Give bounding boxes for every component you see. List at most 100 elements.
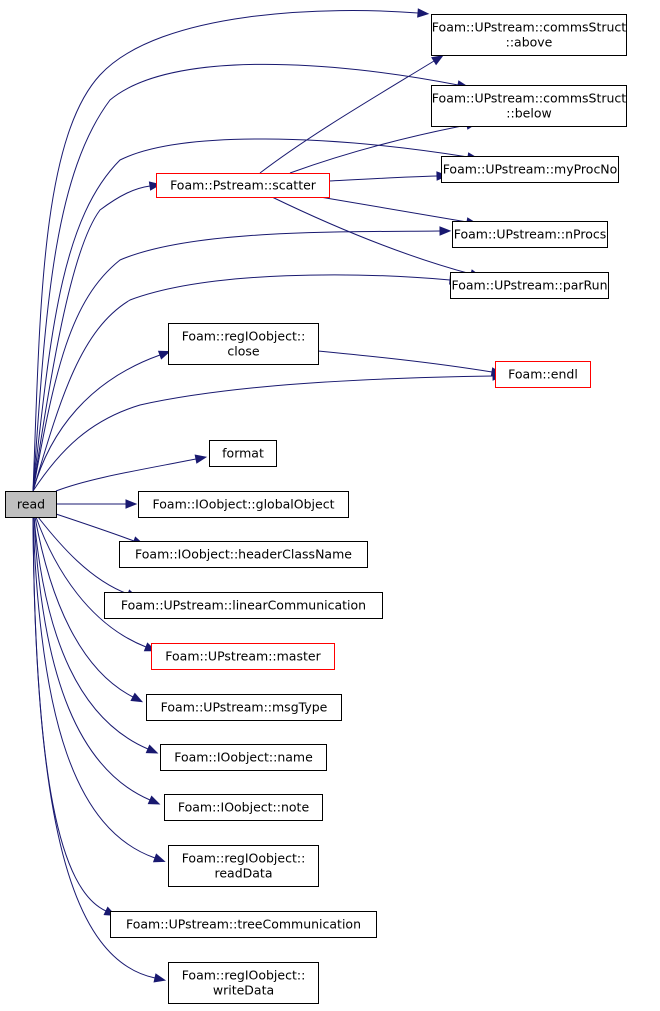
edge-read-to-nProcs: [32, 226, 452, 492]
node-box[interactable]: [146, 694, 342, 721]
node-label: Foam::UPstream::nProcs: [454, 227, 606, 242]
node-box[interactable]: [5, 491, 57, 518]
edge-line: [328, 175, 438, 182]
node-below[interactable]: Foam::UPstream::commsStruct::below: [431, 85, 627, 127]
node-box[interactable]: [156, 173, 330, 198]
edge-line: [32, 354, 161, 492]
node-label: Foam::regIOobject::: [182, 851, 306, 866]
edge-line: [317, 350, 493, 373]
node-label: Foam::regIOobject::: [182, 968, 306, 983]
node-label: Foam::UPstream::myProcNo: [443, 162, 618, 177]
node-box[interactable]: [168, 962, 319, 1004]
edge-read-to-close: [32, 350, 171, 492]
edge-read-to-globalObject: [56, 499, 138, 509]
edge-line: [271, 196, 472, 275]
node-nProcs[interactable]: Foam::UPstream::nProcs: [452, 221, 608, 248]
node-label: writeData: [213, 983, 274, 998]
node-box[interactable]: [168, 323, 319, 365]
arrow-head-icon: [157, 350, 171, 360]
node-read[interactable]: read: [5, 491, 57, 518]
node-label: Foam::UPstream::parRun: [451, 278, 607, 293]
node-myProcNo[interactable]: Foam::UPstream::myProcNo: [441, 156, 619, 183]
node-box[interactable]: [104, 592, 383, 619]
edge-line: [32, 185, 151, 492]
edge-line: [32, 375, 494, 492]
node-close[interactable]: Foam::regIOobject::close: [168, 323, 319, 365]
edge-line: [35, 516, 147, 648]
edge-line: [289, 124, 468, 174]
arrow-head-icon: [145, 744, 159, 754]
node-box[interactable]: [160, 744, 327, 771]
node-label: Foam::UPstream::linearCommunication: [121, 598, 366, 613]
node-readData[interactable]: Foam::regIOobject::readData: [168, 845, 319, 887]
node-box[interactable]: [164, 794, 323, 821]
node-label: close: [227, 344, 260, 359]
node-box[interactable]: [431, 14, 627, 56]
nodes-layer: readFoam::UPstream::commsStruct::aboveFo…: [5, 14, 627, 1004]
arrow-head-icon: [194, 454, 208, 464]
node-note[interactable]: Foam::IOobject::note: [164, 794, 323, 821]
edge-close-to-endl: [317, 350, 504, 377]
edge-line: [32, 63, 459, 492]
node-label: Foam::Pstream::scatter: [170, 178, 317, 193]
node-label: Foam::UPstream::master: [165, 649, 321, 664]
edge-line: [32, 274, 451, 492]
node-box[interactable]: [452, 221, 608, 248]
edge-line: [259, 60, 435, 174]
node-label: readData: [215, 866, 273, 881]
edge-line: [319, 196, 468, 223]
node-endl[interactable]: Foam::endl: [495, 361, 591, 388]
edge-line: [33, 516, 151, 801]
node-label: Foam::IOobject::note: [178, 800, 310, 815]
arrow-head-icon: [147, 795, 161, 805]
edge-line: [32, 138, 469, 492]
node-label: Foam::IOobject::globalObject: [153, 497, 335, 512]
node-box[interactable]: [209, 440, 277, 467]
arrow-head-icon: [152, 853, 166, 863]
edge-read-to-endl: [32, 371, 505, 492]
edge-line: [34, 516, 134, 698]
arrow-head-icon: [417, 8, 430, 18]
node-label: Foam::UPstream::commsStruct: [432, 20, 627, 35]
node-treeCommunication[interactable]: Foam::UPstream::treeCommunication: [110, 911, 377, 938]
edge-read-to-name: [33, 516, 159, 754]
node-writeData[interactable]: Foam::regIOobject::writeData: [168, 962, 319, 1004]
node-label: Foam::UPstream::msgType: [161, 700, 328, 715]
node-label: read: [17, 497, 45, 512]
node-globalObject[interactable]: Foam::IOobject::globalObject: [138, 491, 349, 518]
node-label: Foam::UPstream::treeCommunication: [126, 917, 361, 932]
node-scatter[interactable]: Foam::Pstream::scatter: [156, 173, 330, 198]
node-msgType[interactable]: Foam::UPstream::msgType: [146, 694, 342, 721]
node-label: Foam::regIOobject::: [182, 329, 306, 344]
edge-line: [33, 516, 149, 750]
edge-read-to-treeCommunication: [32, 516, 117, 916]
edge-line: [32, 516, 156, 859]
edge-read-to-readData: [32, 516, 166, 863]
node-headerClassName[interactable]: Foam::IOobject::headerClassName: [119, 541, 368, 568]
edge-read-to-format: [55, 454, 208, 492]
node-box[interactable]: [138, 491, 349, 518]
node-label: ::above: [506, 35, 553, 50]
node-box[interactable]: [119, 541, 368, 568]
node-above[interactable]: Foam::UPstream::commsStruct::above: [431, 14, 627, 56]
node-box[interactable]: [110, 911, 377, 938]
edge-line: [55, 513, 135, 542]
node-name[interactable]: Foam::IOobject::name: [160, 744, 327, 771]
node-label: Foam::IOobject::name: [174, 750, 313, 765]
edge-line: [32, 10, 419, 492]
edge-scatter-to-above: [259, 55, 444, 174]
node-box[interactable]: [151, 643, 335, 670]
edge-scatter-to-parRun: [271, 196, 482, 279]
node-box[interactable]: [168, 845, 319, 887]
node-box[interactable]: [495, 361, 591, 388]
node-linearCommunication[interactable]: Foam::UPstream::linearCommunication: [104, 592, 383, 619]
edge-line: [55, 458, 197, 492]
node-box[interactable]: [441, 156, 619, 183]
edge-read-to-headerClassName: [55, 513, 145, 546]
node-format[interactable]: format: [209, 440, 277, 467]
node-master[interactable]: Foam::UPstream::master: [151, 643, 335, 670]
node-parRun[interactable]: Foam::UPstream::parRun: [450, 272, 609, 299]
node-box[interactable]: [431, 85, 627, 127]
node-box[interactable]: [450, 272, 609, 299]
